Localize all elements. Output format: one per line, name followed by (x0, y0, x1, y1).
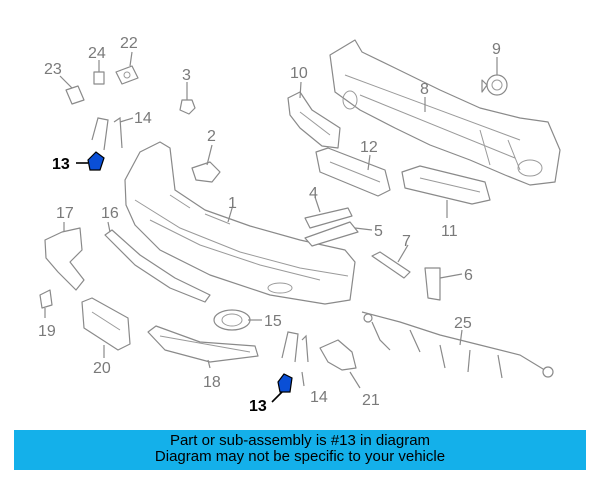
part-13-highlighted-upper (87, 151, 105, 171)
callout-9: 9 (492, 41, 501, 58)
callout-1: 1 (228, 195, 237, 212)
callout-13-upper: 13 (52, 156, 70, 173)
callout-14-lower: 14 (310, 389, 328, 406)
callout-20: 20 (93, 360, 111, 377)
callout-15: 15 (264, 313, 282, 330)
callout-21: 21 (362, 392, 380, 409)
part-19-clip (39, 289, 53, 309)
callout-5: 5 (374, 223, 383, 240)
part-18-molding (147, 325, 259, 363)
part-5-bracket (304, 221, 359, 247)
callout-19: 19 (38, 323, 56, 340)
callout-11: 11 (441, 223, 458, 240)
part-6-bracket (424, 267, 441, 301)
callout-12: 12 (360, 139, 378, 156)
callout-14-upper: 14 (134, 110, 152, 127)
callout-10: 10 (290, 65, 308, 82)
callout-2: 2 (207, 128, 216, 145)
leader-lines (44, 51, 498, 403)
part-1-bumper-cover (124, 141, 356, 305)
part-7-rod (371, 251, 411, 279)
callout-22: 22 (120, 35, 138, 52)
part-2-bracket (191, 161, 221, 183)
callout-8: 8 (420, 81, 429, 98)
part-20-license-bracket (81, 297, 131, 351)
part-25-harness (361, 311, 554, 379)
part-9-horn (481, 74, 508, 96)
part-8-reinforcement (329, 39, 561, 186)
part-14-clip-upper (91, 116, 123, 151)
callout-13-lower: 13 (249, 398, 267, 415)
part-14-clip-lower (281, 331, 309, 363)
part-21-sensor (319, 339, 357, 371)
callout-25: 25 (454, 315, 472, 332)
part-16-molding (104, 229, 211, 303)
part-15-fog-cover (213, 309, 251, 331)
part-10-bracket (287, 91, 341, 149)
callout-24: 24 (88, 45, 106, 62)
part-17-bracket (44, 227, 85, 291)
callout-4: 4 (309, 185, 318, 202)
banner-line-1: Part or sub-assembly is #13 in diagram (169, 432, 431, 449)
callout-6: 6 (464, 267, 473, 284)
callout-labels: 1 2 3 4 5 6 7 8 9 10 11 12 13 13 14 14 1… (38, 35, 501, 415)
callout-23: 23 (44, 61, 62, 78)
info-banner: Part or sub-assembly is #13 in diagram D… (14, 430, 586, 470)
callout-7: 7 (402, 233, 411, 250)
part-4-bracket (304, 207, 353, 229)
part-22-sensor (115, 65, 139, 85)
part-24-grommet (93, 71, 105, 85)
part-13-highlighted-lower (277, 373, 293, 393)
part-12-absorber (315, 147, 391, 197)
callout-17: 17 (56, 205, 74, 222)
banner-line-2: Diagram may not be specific to your vehi… (154, 448, 446, 465)
parts-diagram: 1 2 3 4 5 6 7 8 9 10 11 12 13 13 14 14 1… (38, 35, 561, 415)
part-23-holder (65, 85, 85, 105)
callout-18: 18 (203, 374, 221, 391)
callout-16: 16 (101, 205, 119, 222)
part-3-bolt (179, 92, 196, 115)
callout-3: 3 (182, 67, 191, 84)
part-11-absorber (401, 165, 491, 205)
